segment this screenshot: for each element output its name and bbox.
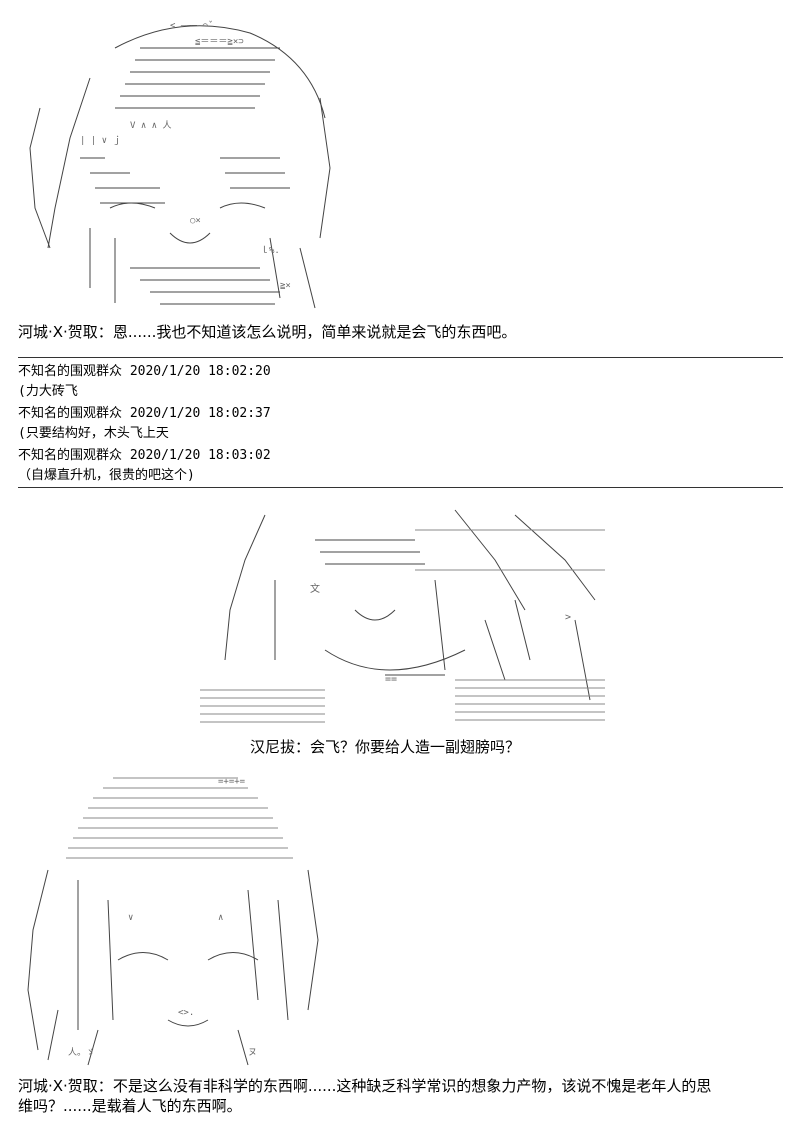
divider-top <box>18 357 783 358</box>
svg-text:∨: ∨ <box>128 913 133 923</box>
svg-text:V ∧ ∧ 人: V ∧ ∧ 人 <box>130 120 172 131</box>
svg-text:≧×: ≧× <box>280 281 291 291</box>
comment-text-2: (只要结构好，木头飞上天 <box>18 426 169 441</box>
svg-text:ヌ: ヌ <box>248 1048 257 1058</box>
svg-text:ｌ%.: ｌ%. <box>260 245 280 256</box>
divider-bottom <box>18 487 783 488</box>
comment-header-1: 不知名的围观群众 2020/1/20 18:02:20 <box>18 364 271 379</box>
svg-text:==: == <box>385 674 397 685</box>
ascii-art-nitori-1: < ――― ⌒ˇ ≦＝＝＝≧×⊃ V ∧ ∧ 人 | | ∨ ｊ ○× ｌ%. … <box>20 8 340 318</box>
comment-text-1: (力大砖飞 <box>18 384 78 399</box>
comment-header-3: 不知名的围观群众 2020/1/20 18:03:02 <box>18 448 271 463</box>
comment-text-3: （自爆直升机，很贵的吧这个) <box>18 468 195 483</box>
ascii-art-hannibal: 文 == > <box>185 500 610 730</box>
ascii-art-nitori-2: =+=+= ∨ ∧ <>. 人。ゞ ヌ <box>18 770 328 1070</box>
svg-text:>: > <box>565 612 571 623</box>
dialogue-line-3a: 河城·X·贺取：不是这么没有非科学的东西啊......这种缺乏科学常识的想象力产… <box>18 1077 712 1095</box>
svg-text:≦＝＝＝≧×⊃: ≦＝＝＝≧×⊃ <box>195 37 244 47</box>
svg-text:○×: ○× <box>190 216 201 226</box>
svg-text:| | ∨ ｊ: | | ∨ ｊ <box>80 135 122 146</box>
svg-text:人。ゞ: 人。ゞ <box>68 1047 95 1058</box>
svg-text:文: 文 <box>310 582 320 595</box>
svg-text:< ――― ⌒ˇ: < ――― ⌒ˇ <box>170 20 213 31</box>
svg-text:<>.: <>. <box>178 1008 194 1018</box>
svg-text:∧: ∧ <box>218 913 223 923</box>
svg-text:=+=+=: =+=+= <box>218 777 246 787</box>
dialogue-line-1: 河城·X·贺取：恩......我也不知道该怎么说明，简单来说就是会飞的东西吧。 <box>18 323 517 341</box>
comment-header-2: 不知名的围观群众 2020/1/20 18:02:37 <box>18 406 271 421</box>
dialogue-line-3b: 维吗？......是载着人飞的东西啊。 <box>18 1097 242 1115</box>
dialogue-line-2: 汉尼拔：会飞？你要给人造一副翅膀吗？ <box>250 738 521 756</box>
